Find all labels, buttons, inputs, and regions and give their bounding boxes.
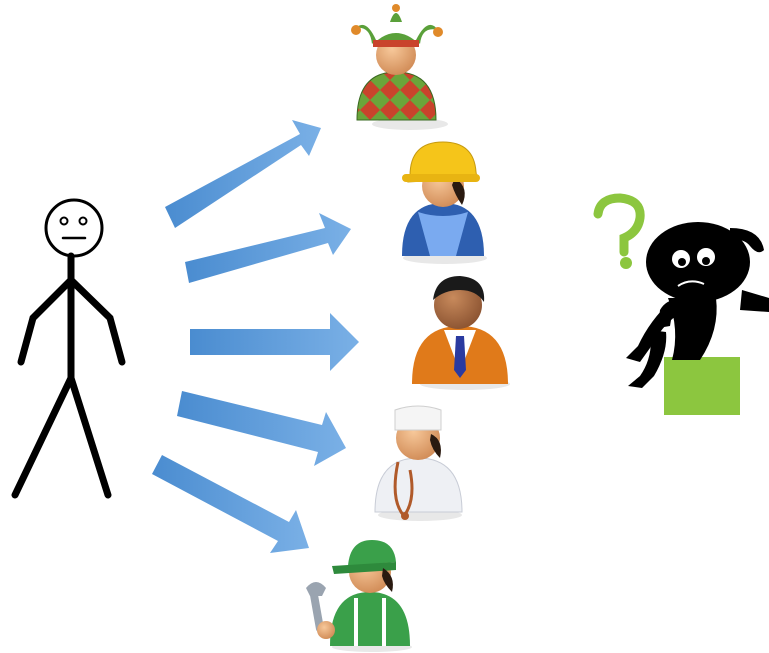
- arrow-to-businessman: [190, 313, 359, 371]
- construction-worker-icon: [402, 141, 487, 264]
- businessman-icon: [412, 276, 510, 390]
- question-mark-icon: [593, 193, 645, 257]
- stick-figure-icon: [11, 198, 126, 499]
- arrow-to-worker: [185, 213, 351, 283]
- mechanic-icon: [306, 540, 412, 652]
- seat-block: [664, 357, 740, 415]
- doctor-icon: [374, 405, 463, 521]
- arrow-to-jester: [165, 120, 321, 228]
- confused-thinker-icon: [593, 193, 769, 415]
- arrow-to-mechanic: [152, 455, 309, 553]
- jester-icon: [351, 4, 448, 130]
- arrow-to-doctor: [177, 391, 346, 466]
- arrows-group: [152, 120, 359, 553]
